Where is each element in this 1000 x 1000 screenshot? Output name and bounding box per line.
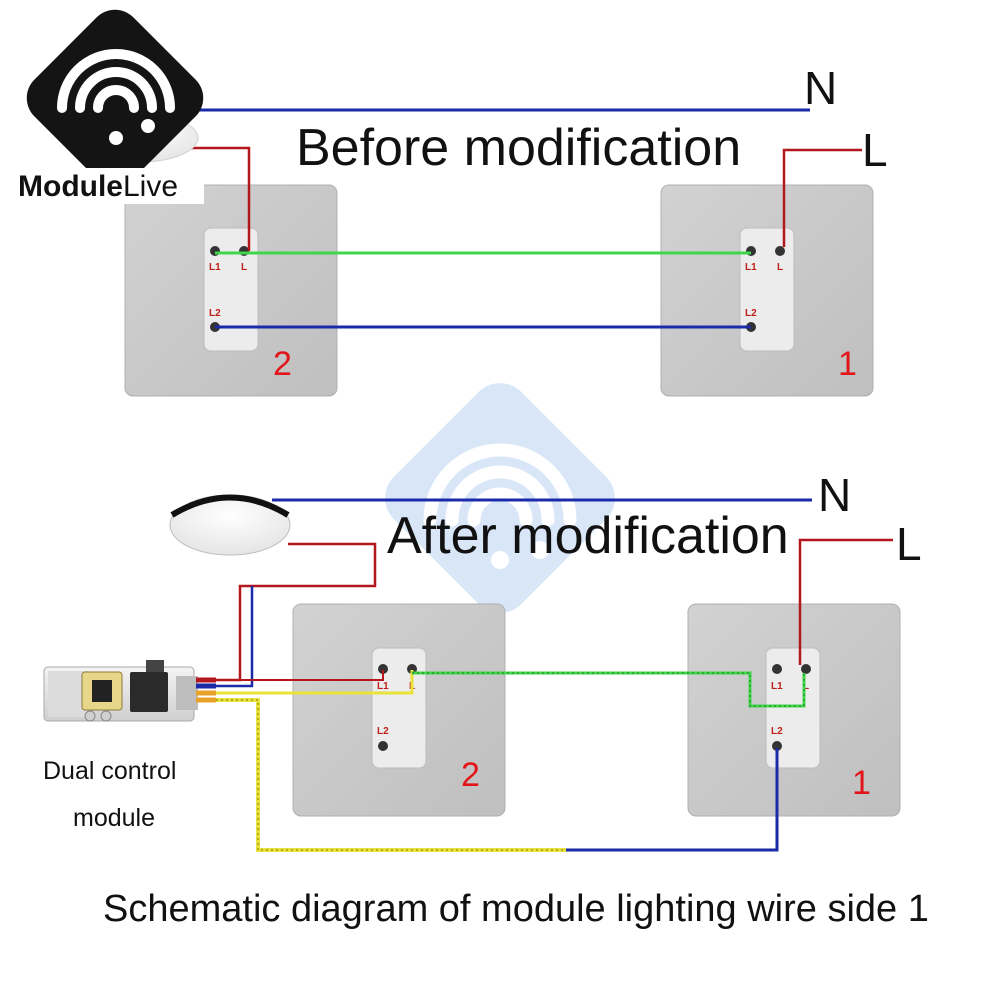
- module-to-l1-wire: [216, 670, 384, 681]
- terminal-label-l: L: [803, 681, 809, 692]
- terminal-label-l2: L2: [771, 726, 783, 737]
- terminal-label-l1: L1: [377, 681, 389, 692]
- switch-plate-2-before: L1 L L2 2: [124, 184, 338, 397]
- live-wire-before: [782, 148, 862, 247]
- terminal-label-l2: L2: [377, 726, 389, 737]
- module-label-line2: module: [73, 804, 155, 832]
- live-label-after: L: [896, 518, 922, 570]
- dual-control-module-image: [43, 660, 198, 722]
- switch-number: 2: [461, 756, 480, 794]
- logo-name-light: Live: [123, 170, 178, 203]
- after-title: After modification: [387, 507, 789, 565]
- lamp-neutral-return-wire: [216, 586, 254, 688]
- ceiling-lamp-icon: [169, 494, 291, 556]
- switch-number: 1: [852, 764, 871, 802]
- traveler-wire-after-dash: [412, 672, 805, 707]
- svg-text:ModuleLive: ModuleLive: [18, 170, 178, 203]
- before-section: L1 L L2 2 L1 L L2 1 Before modification …: [124, 62, 888, 397]
- logo-name-bold: Module: [18, 170, 123, 203]
- module-label-line1: Dual control: [43, 757, 176, 785]
- module-to-l-wire: [216, 670, 414, 695]
- terminal-label-l1: L1: [209, 262, 221, 273]
- diagram-caption: Schematic diagram of module lighting wir…: [103, 888, 929, 930]
- neutral-label-after: N: [818, 469, 851, 521]
- before-title: Before modification: [296, 119, 741, 177]
- terminal-label-l: L: [777, 262, 783, 273]
- lamp-live-wire-before: [190, 146, 251, 251]
- live-wire-after: [798, 538, 893, 665]
- watermark-logo: [385, 383, 615, 613]
- terminal-label-l: L: [241, 262, 247, 273]
- terminal-label-l1: L1: [771, 681, 783, 692]
- l2-return-wire-after: [566, 748, 779, 852]
- moduleLive-logo: ModuleLive: [14, 9, 204, 204]
- live-label-before: L: [862, 124, 888, 176]
- switch-plate-1-before: L1 L L2 1: [660, 184, 874, 397]
- terminal-label-l1: L1: [745, 262, 757, 273]
- switch-number: 1: [838, 345, 857, 383]
- terminal-label-l2: L2: [745, 308, 757, 319]
- module-yellow-loop-wire-2: [216, 699, 566, 851]
- switch-plate-2-after: L1 L L2 2: [292, 603, 506, 817]
- switch-plate-1-after: L1 L L2 1: [687, 603, 901, 817]
- after-section: L1 L L2 2 L1 L L2 1: [43, 469, 922, 852]
- terminal-label-l2: L2: [209, 308, 221, 319]
- switch-number: 2: [273, 345, 292, 383]
- neutral-label-before: N: [804, 62, 837, 114]
